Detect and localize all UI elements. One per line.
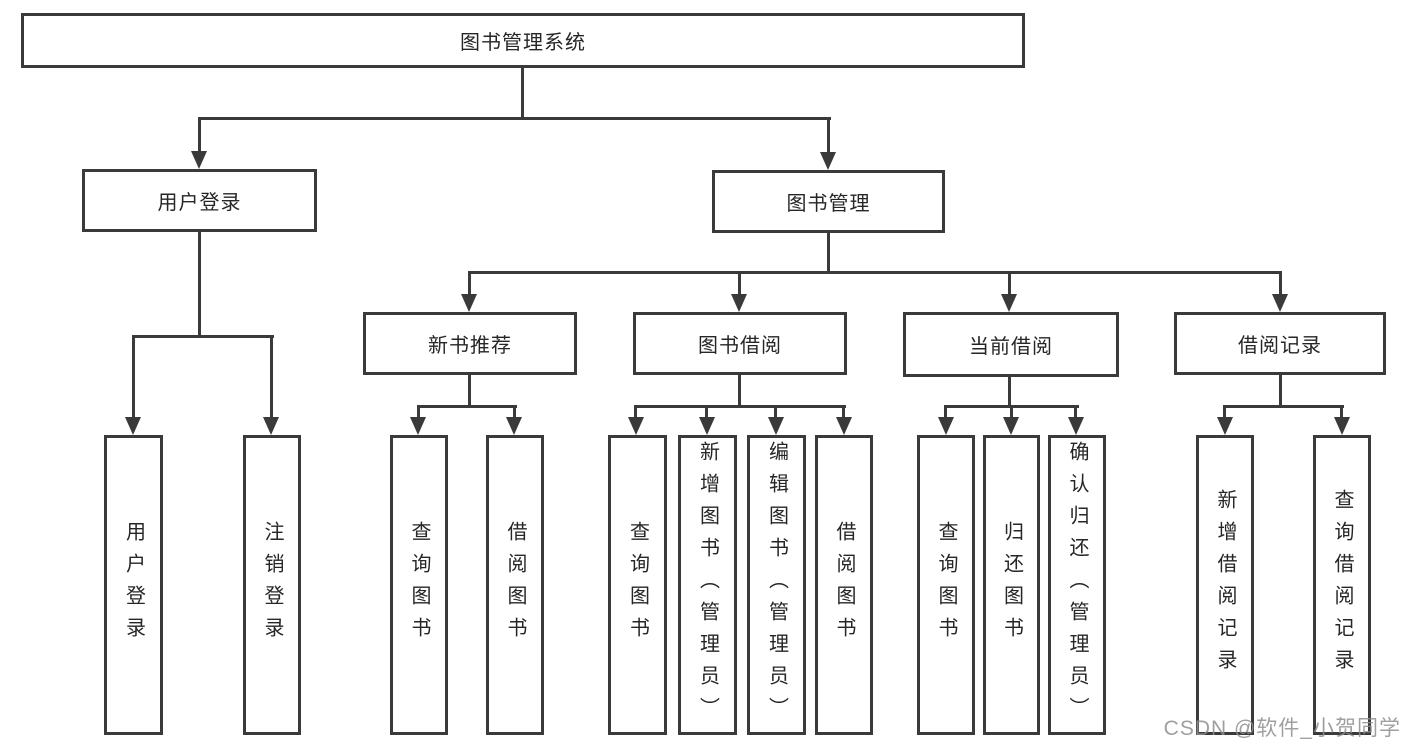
arrowhead-down-icon: [731, 294, 747, 312]
arrowhead-down-icon: [1334, 417, 1350, 435]
connector-line: [132, 335, 135, 419]
node-add-books-admin: 新增图书（管理员）: [678, 435, 737, 735]
node-label: 用户登录: [157, 192, 242, 214]
arrowhead-down-icon: [263, 417, 279, 435]
node-library-management-system: 图书管理系统: [21, 13, 1025, 68]
connector-line: [1279, 271, 1282, 297]
node-add-borrow-record: 新增借阅记录: [1196, 435, 1254, 735]
node-book-borrowing: 图书借阅: [633, 312, 847, 375]
node-label: 新增图书（管理员）: [696, 441, 719, 729]
arrowhead-down-icon: [410, 417, 426, 435]
connector-line: [1223, 405, 1226, 419]
node-label: 图书借阅: [698, 335, 782, 357]
connector-line: [705, 405, 708, 419]
arrowhead-down-icon: [1217, 417, 1233, 435]
connector-line: [468, 271, 1282, 274]
node-label: 图书管理系统: [460, 32, 586, 54]
connector-line: [1279, 373, 1282, 408]
arrowhead-down-icon: [768, 417, 784, 435]
arrowhead-down-icon: [1272, 294, 1288, 312]
node-label: 新书推荐: [428, 335, 512, 357]
node-borrow-books-recommend: 借阅图书: [486, 435, 544, 735]
node-borrow-books: 借阅图书: [815, 435, 873, 735]
arrowhead-down-icon: [699, 417, 715, 435]
connector-line: [198, 117, 831, 120]
connector-line: [521, 68, 524, 120]
node-label: 查询图书: [626, 521, 649, 649]
node-label: 查询借阅记录: [1331, 489, 1353, 681]
arrowhead-down-icon: [461, 294, 477, 312]
connector-line: [827, 233, 830, 274]
arrowhead-down-icon: [628, 417, 644, 435]
node-borrowing-records: 借阅记录: [1174, 312, 1386, 375]
node-label: 借阅图书: [504, 521, 526, 649]
connector-line: [198, 117, 201, 153]
arrowhead-down-icon: [938, 417, 954, 435]
node-new-book-recommendation: 新书推荐: [363, 312, 577, 375]
node-confirm-return-admin: 确认归还（管理员）: [1048, 435, 1106, 735]
connector-line: [198, 232, 201, 338]
connector-line: [634, 405, 637, 419]
node-label: 用户登录: [122, 521, 145, 649]
node-label: 编辑图书（管理员）: [765, 441, 788, 729]
node-label: 图书管理: [786, 193, 871, 215]
connector-line: [1010, 405, 1013, 419]
node-label: 确认归还（管理员）: [1066, 441, 1088, 729]
arrowhead-down-icon: [1003, 417, 1019, 435]
connector-line: [774, 405, 777, 419]
node-label: 归还图书: [1000, 521, 1023, 649]
connector-line: [1008, 377, 1011, 408]
node-label: 当前借阅: [969, 336, 1053, 358]
node-label: 查询图书: [935, 521, 957, 649]
csdn-watermark: CSDN @软件_小贺同学: [1163, 717, 1401, 740]
connector-line: [842, 405, 845, 419]
node-current-borrowing: 当前借阅: [903, 312, 1119, 377]
connector-line: [513, 405, 516, 419]
connector-line: [270, 335, 273, 419]
connector-line: [827, 117, 830, 154]
connector-line: [417, 405, 420, 419]
arrowhead-down-icon: [1001, 294, 1017, 312]
node-return-books: 归还图书: [983, 435, 1040, 735]
arrowhead-down-icon: [125, 417, 141, 435]
node-edit-books-admin: 编辑图书（管理员）: [747, 435, 806, 735]
node-label: 查询图书: [408, 521, 430, 649]
node-label: 借阅图书: [833, 521, 855, 649]
connector-line: [738, 271, 741, 297]
connector-line: [468, 374, 471, 408]
connector-line: [1340, 405, 1343, 419]
node-query-books-current: 查询图书: [917, 435, 975, 735]
arrowhead-down-icon: [836, 417, 852, 435]
connector-line: [132, 335, 274, 338]
arrowhead-down-icon: [191, 151, 207, 169]
node-label: 借阅记录: [1238, 335, 1322, 357]
node-label: 注销登录: [261, 521, 283, 649]
connector-line: [944, 405, 947, 419]
node-query-borrow-record: 查询借阅记录: [1313, 435, 1371, 735]
node-logout: 注销登录: [243, 435, 301, 735]
node-query-books-borrowing: 查询图书: [608, 435, 667, 735]
connector-line: [1008, 271, 1011, 297]
node-user-login: 用户登录: [104, 435, 163, 735]
node-book-management: 图书管理: [712, 170, 945, 233]
connector-line: [1223, 405, 1344, 408]
connector-line: [738, 374, 741, 408]
arrowhead-down-icon: [506, 417, 522, 435]
node-user-login-branch: 用户登录: [82, 169, 317, 232]
arrowhead-down-icon: [1068, 417, 1084, 435]
connector-line: [634, 405, 846, 408]
connector-line: [1074, 405, 1077, 419]
connector-line: [417, 405, 517, 408]
node-query-books-recommend: 查询图书: [390, 435, 448, 735]
connector-line: [468, 271, 471, 297]
arrowhead-down-icon: [820, 152, 836, 170]
node-label: 新增借阅记录: [1214, 489, 1236, 681]
